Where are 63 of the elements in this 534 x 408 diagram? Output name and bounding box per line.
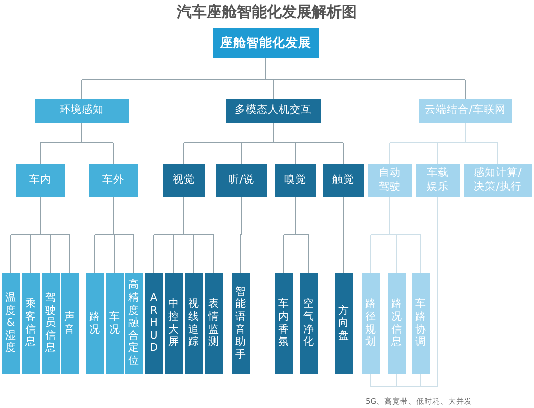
subcategory-box: 听/说	[216, 164, 267, 197]
connector-line	[50, 234, 52, 274]
connector-line	[94, 196, 134, 236]
connector-line	[82, 58, 466, 80]
connector-line	[396, 374, 398, 388]
connector-line	[420, 374, 422, 388]
item-box: 空气净化	[300, 273, 318, 374]
item-box: 车内香氛	[275, 273, 293, 374]
connector-line	[240, 196, 242, 274]
connector-line	[370, 234, 372, 274]
title: 汽车座舱智能化发展解析图	[177, 3, 357, 22]
subcategory-box: 触觉	[323, 164, 364, 197]
item-box: 智能语音助手	[232, 273, 250, 374]
connector-line	[390, 122, 498, 144]
connector-line	[10, 196, 70, 236]
topic-box: 座舱智能化发展	[213, 28, 319, 58]
connector-line	[295, 142, 296, 164]
item-box: AR HUD	[145, 273, 163, 374]
item-box: 乘客信息	[22, 273, 40, 374]
item-box: 车况	[106, 273, 124, 374]
connector-line	[465, 80, 466, 100]
connector-line	[396, 234, 398, 274]
connector-line	[284, 196, 310, 236]
item-box: 视线追踪	[185, 273, 203, 374]
connector-line	[113, 142, 114, 164]
subcategory-box: 感知计算/决策/执行	[464, 164, 532, 197]
item-box: 路径规划	[362, 273, 380, 374]
connector-line	[10, 234, 12, 274]
subcategory-box: 车内	[16, 164, 65, 197]
connector-line	[30, 234, 32, 274]
subcategory-box: 嗅觉	[275, 164, 316, 197]
subcategory-box: 车载娱乐	[416, 164, 460, 197]
connector-line	[184, 122, 344, 144]
category-box: 云端结合/车联网	[419, 99, 512, 123]
connector-line	[343, 142, 344, 164]
subcategory-box: 自动驾驶	[368, 164, 412, 197]
connector-line	[370, 196, 438, 388]
connector-line	[114, 234, 116, 274]
connector-line	[308, 234, 310, 274]
category-box: 多模态人机交互	[226, 99, 321, 123]
connector-line	[94, 234, 96, 274]
item-box: 方向盘	[335, 273, 353, 374]
item-box: 中控大屏	[165, 273, 183, 374]
connector-line	[241, 142, 242, 164]
connector-line	[370, 374, 372, 388]
connector-line	[370, 196, 422, 236]
item-box: 表情监测	[205, 273, 223, 374]
connector-line	[420, 234, 422, 274]
item-box: 路况	[86, 273, 104, 374]
connector-line	[273, 80, 274, 100]
item-box: 声音	[61, 273, 79, 374]
item-box: 驾驶员信息	[42, 273, 60, 374]
subcategory-box: 视觉	[163, 164, 205, 197]
connector-line	[154, 196, 214, 236]
connector-line	[40, 122, 114, 144]
item-box: 车路协调	[412, 273, 430, 374]
item-box: 高精度融合定位	[125, 273, 143, 374]
item-box: 温度&湿度	[2, 273, 20, 374]
connector-line	[343, 196, 344, 274]
item-box: 路况信息	[388, 273, 406, 374]
subcategory-box: 车外	[89, 164, 138, 197]
connector-line	[40, 142, 41, 164]
category-box: 环境感知	[35, 99, 129, 123]
